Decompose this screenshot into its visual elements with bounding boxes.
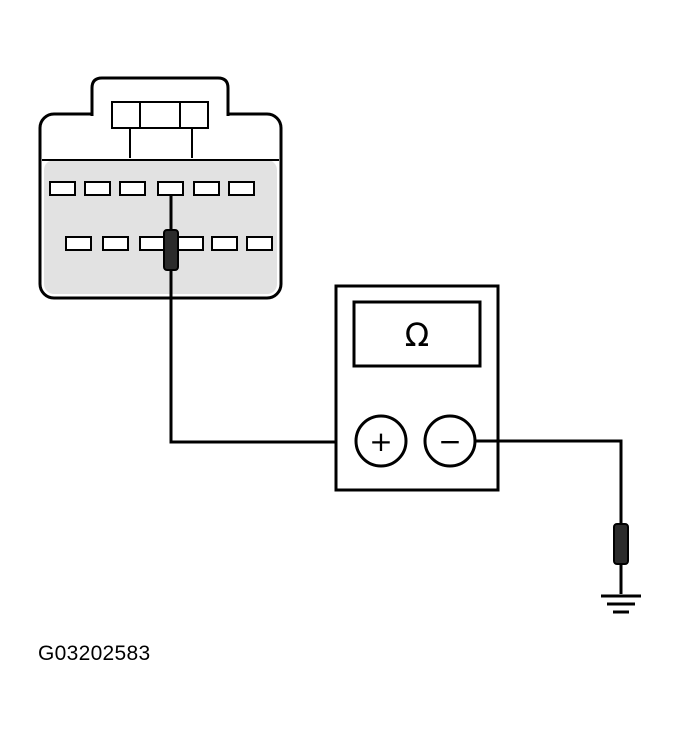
terminal — [139, 236, 166, 251]
terminal — [119, 181, 146, 196]
connector-body-shade — [44, 160, 277, 294]
terminal — [177, 236, 204, 251]
negative-lead-wire — [475, 439, 623, 527]
terminal-row-bottom — [65, 236, 273, 251]
positive-lead-wire — [169, 270, 356, 444]
multimeter: Ω + − — [334, 284, 500, 492]
terminal — [49, 181, 76, 196]
terminal — [211, 236, 238, 251]
terminal — [228, 181, 255, 196]
figure-id-label: G03202583 — [38, 642, 151, 665]
terminal-row-top — [49, 181, 255, 196]
terminal-tested — [157, 181, 184, 196]
multimeter-display — [352, 300, 482, 368]
terminal — [193, 181, 220, 196]
positive-jack — [354, 414, 408, 468]
probe-body — [163, 229, 179, 271]
positive-jack-label: + — [369, 425, 392, 458]
negative-jack-label: − — [438, 425, 461, 458]
terminal — [65, 236, 92, 251]
probe-body — [613, 523, 629, 565]
ground-icon — [601, 594, 641, 614]
terminal — [84, 181, 111, 196]
lock-tab-inner — [111, 101, 209, 129]
probe-negative — [613, 523, 629, 594]
terminal — [246, 236, 273, 251]
ohm-symbol: Ω — [405, 316, 429, 354]
terminal — [102, 236, 129, 251]
connector — [38, 76, 283, 300]
